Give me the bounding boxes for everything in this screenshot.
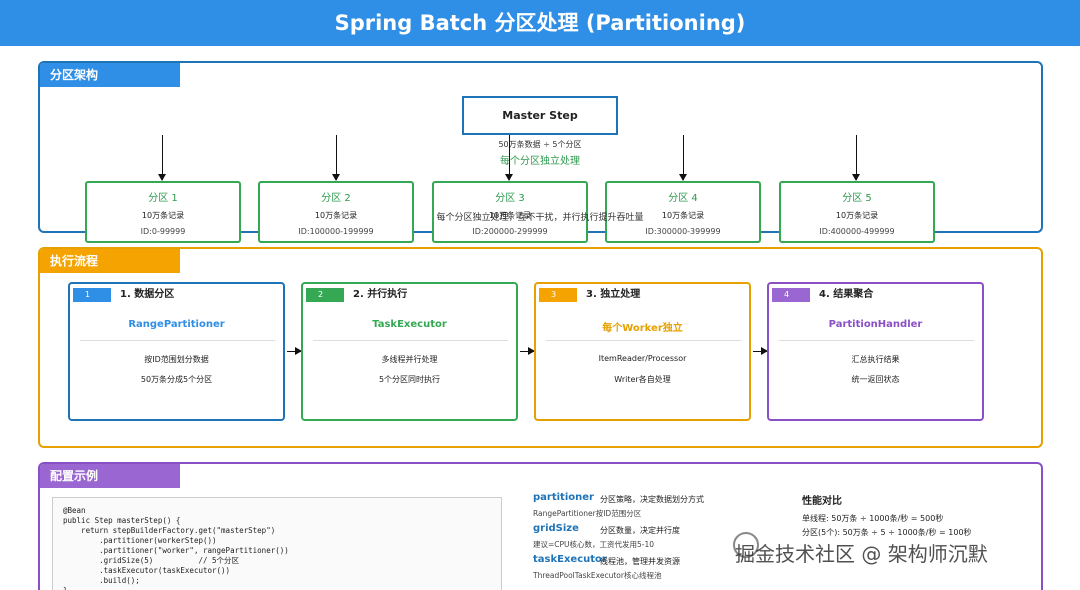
step-divider [313,340,508,341]
step-box-4: 4 4. 结果聚合 PartitionHandler 汇总执行结果 统一返回状态 [767,282,984,421]
param-sub-partitioner: RangePartitioner按ID范围分区 [533,509,642,518]
step-divider [546,340,741,341]
step-detail-2: 50万条分成5个分区 [140,375,213,384]
master-step-sub1: 50万条数据 ÷ 5个分区 [498,140,582,149]
partition-box-5: 分区 5 10万条记录 ID:400000-499999 [779,181,935,243]
step-title: 2. 并行执行 [353,289,408,300]
step-detail-2: 统一返回状态 [851,375,900,384]
param-key-partitioner: partitioner [533,492,594,503]
partition-box-3: 分区 3 10万条记录 ID:200000-299999 [432,181,588,243]
partition-range: ID:0-99999 [140,227,186,236]
parallel-note: 每个分区独立处理，互不干扰，并行执行提升吞吐量 [436,213,644,223]
param-sub-gridsize: 建议=CPU核心数，工资代发用5-10 [533,540,655,549]
step-detail-2: 5个分区同时执行 [378,375,441,384]
config-tag: 配置示例 [40,464,180,488]
partition-count: 10万条记录 [488,211,532,220]
performance-line-1: 单线程: 50万条 ÷ 1000条/秒 = 500秒 [802,514,944,523]
step-box-1: 1 1. 数据分区 RangePartitioner 按ID范围划分数据 50万… [68,282,285,421]
arrow-to-partition-2 [332,135,340,181]
step-detail-1: 按ID范围划分数据 [144,355,209,364]
partition-title: 分区 2 [321,193,351,204]
partition-count: 10万条记录 [314,211,358,220]
watermark: 掘金技术社区 @ 架构师沉默 [735,542,988,566]
step-component: 每个Worker独立 [602,323,683,334]
arrow-to-partition-5 [852,135,860,181]
partition-range: ID:400000-499999 [819,227,895,236]
partition-range: ID:200000-299999 [472,227,548,236]
arrow-to-partition-4 [679,135,687,181]
param-key-taskexecutor: taskExecutor [533,554,607,565]
step-detail-2: Writer各自处理 [614,375,671,384]
partition-range: ID:300000-399999 [645,227,721,236]
param-key-gridsize: gridSize [533,523,579,534]
step-component: TaskExecutor [372,319,447,330]
watermark-logo-icon [733,532,759,558]
partition-title: 分区 1 [148,193,178,204]
architecture-tag: 分区架构 [40,63,180,87]
partition-count: 10万条记录 [661,211,705,220]
master-step-box: Master Step [462,96,618,135]
partition-title: 分区 3 [495,193,525,204]
code-example: @Bean public Step masterStep() { return … [52,497,502,590]
arrow-step-1-2 [287,347,302,355]
partition-count: 10万条记录 [835,211,879,220]
arrow-step-3-4 [753,347,768,355]
step-box-3: 3 3. 独立处理 每个Worker独立 ItemReader/Processo… [534,282,751,421]
arrow-step-2-3 [520,347,535,355]
step-detail-1: ItemReader/Processor [598,354,687,363]
step-title: 4. 结果聚合 [819,289,874,300]
performance-line-2: 分区(5个): 50万条 ÷ 5 ÷ 1000条/秒 = 100秒 [802,528,972,537]
step-component: PartitionHandler [828,319,923,330]
step-number: 1 [73,288,111,302]
step-number: 4 [772,288,810,302]
partition-count: 10万条记录 [141,211,185,220]
performance-title: 性能对比 [802,496,842,507]
execution-section: 执行流程 [38,247,1043,448]
step-detail-1: 多线程并行处理 [381,355,438,364]
step-divider [80,340,275,341]
step-detail-1: 汇总执行结果 [851,355,900,364]
partition-title: 分区 5 [842,193,872,204]
partition-range: ID:100000-199999 [298,227,374,236]
step-number: 2 [306,288,344,302]
partition-box-1: 分区 1 10万条记录 ID:0-99999 [85,181,241,243]
param-desc-taskexecutor: 线程池，管理并发资源 [600,557,680,566]
param-sub-taskexecutor: ThreadPoolTaskExecutor核心线程池 [533,571,662,580]
arrow-to-partition-1 [158,135,166,181]
step-title: 1. 数据分区 [120,289,175,300]
execution-tag: 执行流程 [40,249,180,273]
step-title: 3. 独立处理 [586,289,641,300]
partition-box-2: 分区 2 10万条记录 ID:100000-199999 [258,181,414,243]
arrow-to-partition-3 [505,135,513,181]
step-divider [779,340,974,341]
param-desc-gridsize: 分区数量，决定并行度 [600,526,680,535]
step-component: RangePartitioner [128,319,225,330]
step-number: 3 [539,288,577,302]
step-box-2: 2 2. 并行执行 TaskExecutor 多线程并行处理 5个分区同时执行 [301,282,518,421]
partition-title: 分区 4 [668,193,698,204]
master-step-sub2: 每个分区独立处理 [500,156,580,167]
partition-box-4: 分区 4 10万条记录 ID:300000-399999 [605,181,761,243]
page-title: Spring Batch 分区处理 (Partitioning) [0,0,1080,46]
config-section: 配置示例 [38,462,1043,590]
param-desc-partitioner: 分区策略，决定数据划分方式 [600,495,704,504]
